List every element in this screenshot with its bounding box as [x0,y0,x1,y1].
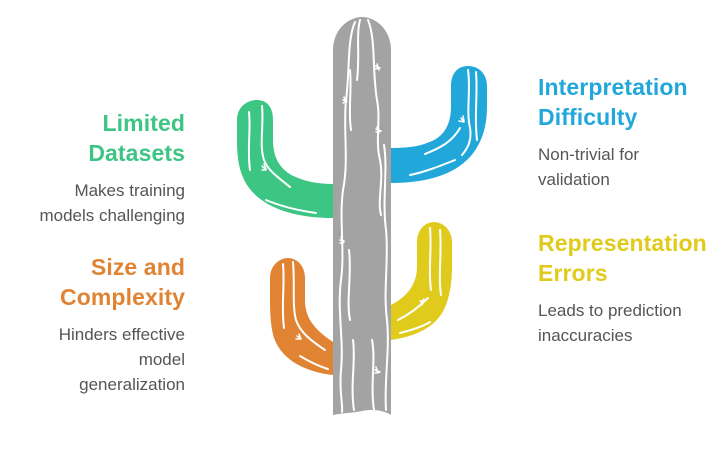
item-description: Hinders effective model generalization [0,322,185,397]
item-description: Non-trivial for validation [538,142,725,192]
cactus-arm-representation-errors [391,222,452,340]
cactus-arm-interpretation-difficulty [391,66,487,183]
title-line: Errors [538,260,608,286]
description-line: Makes training [74,181,185,200]
cactus-arm-size-and-complexity [270,258,333,375]
title-line: Difficulty [538,104,638,130]
item-title: Representation Errors [538,228,725,288]
item-size-and-complexity: Size and Complexity Hinders effective mo… [0,252,185,397]
item-interpretation-difficulty: Interpretation Difficulty Non-trivial fo… [538,72,725,192]
cactus-trunk [333,17,391,415]
cactus-arm-limited-datasets [237,100,333,218]
title-line: Complexity [60,284,185,310]
item-title: Size and Complexity [0,252,185,312]
title-line: Datasets [88,140,185,166]
title-line: Size and [90,254,185,280]
item-limited-datasets: Limited Datasets Makes training models c… [0,108,185,228]
description-line: Non-trivial for [538,145,640,164]
description-line: Leads to prediction [538,301,682,320]
description-line: validation [538,170,610,189]
description-line: model [138,350,185,369]
item-representation-errors: Representation Errors Leads to predictio… [538,228,725,348]
item-title: Interpretation Difficulty [538,72,725,132]
item-description: Makes training models challenging [0,178,185,228]
title-line: Representation [538,230,707,256]
description-line: Hinders effective [58,325,185,344]
item-title: Limited Datasets [0,108,185,168]
description-line: generalization [79,375,185,394]
description-line: models challenging [39,206,185,225]
description-line: inaccuracies [538,326,633,345]
title-line: Limited [102,110,185,136]
item-description: Leads to prediction inaccuracies [538,298,725,348]
title-line: Interpretation [538,74,688,100]
